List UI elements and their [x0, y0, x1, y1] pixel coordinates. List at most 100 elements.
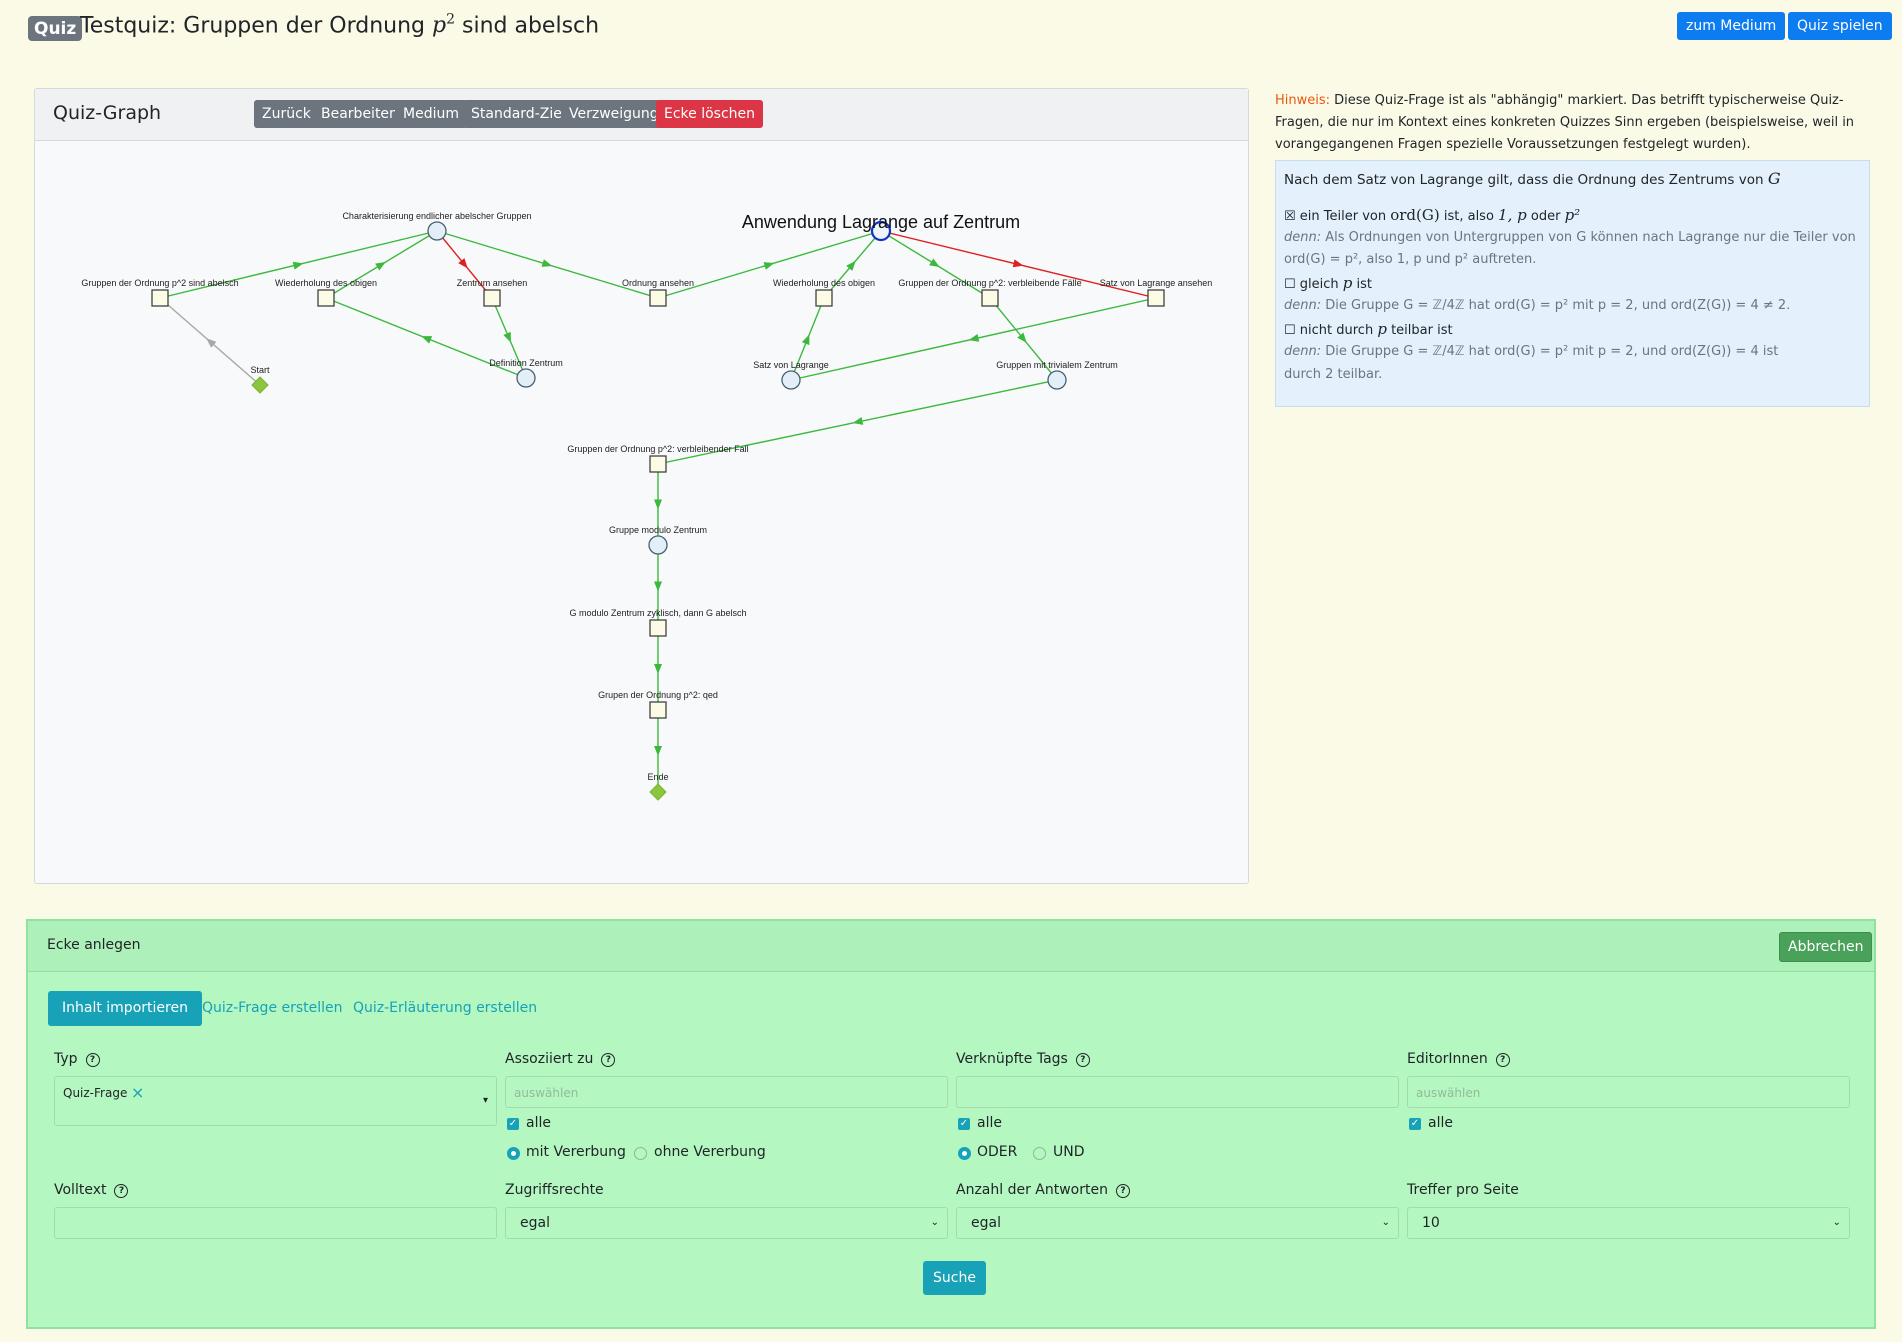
help-icon[interactable]: ? [1115, 1184, 1130, 1198]
graph-node-gzyk[interactable]: G modulo Zentrum zyklisch, dann G abelsc… [569, 608, 747, 637]
graph-node-shape-qed[interactable] [649, 701, 667, 719]
tab-create-explanation[interactable]: Quiz-Erläuterung erstellen [353, 1000, 538, 1016]
help-icon[interactable]: ? [114, 1184, 129, 1198]
answer-1-expl-line1: Als Ordnungen von Untergruppen von G kön… [1321, 230, 1856, 245]
tags-label-text: Verknüpfte Tags [956, 1051, 1068, 1067]
editors-all-checkbox[interactable]: ✓ [1409, 1118, 1421, 1130]
graph-node-shape-defz[interactable] [516, 368, 536, 388]
graph-node-wied1[interactable]: Wiederholung des obigen [275, 278, 377, 307]
answer-3-checkbox[interactable]: ☐ [1284, 323, 1296, 338]
graph-node-qed[interactable]: Grupen der Ordnung p^2: qed [598, 690, 718, 719]
graph-node-shape-ende[interactable] [649, 783, 667, 801]
graph-node-defz[interactable]: Definition Zentrum [489, 358, 563, 388]
graph-node-vfall[interactable]: Gruppen der Ordnung p^2: verbleibender F… [567, 444, 749, 473]
answer-1-math-a: ord(G) [1390, 206, 1440, 224]
help-icon[interactable]: ? [1495, 1053, 1510, 1067]
graph-node-wied2[interactable]: Wiederholung des obigen [773, 278, 875, 307]
tab-create-question[interactable]: Quiz-Frage erstellen [202, 1000, 343, 1016]
graph-node-gvf[interactable]: Gruppen der Ordnung p^2: verbleibende Fä… [898, 278, 1082, 307]
type-select[interactable]: Quiz-Frage × ▾ [54, 1076, 497, 1126]
page-header: Quiz Testquiz: Gruppen der Ordnung p2 si… [0, 0, 1902, 60]
hint-label: Hinweis: [1275, 93, 1331, 108]
help-icon[interactable]: ? [601, 1053, 616, 1067]
tab-import-content[interactable]: Inhalt importieren [48, 991, 202, 1026]
graph-node-shape-gvf[interactable] [981, 289, 999, 307]
access-select[interactable]: egal⌄ [505, 1207, 948, 1239]
graph-node-slag[interactable]: Satz von Lagrange ansehen [1100, 278, 1213, 307]
graph-edge-arrow-gvf-triv [1017, 332, 1027, 343]
graph-edge-arrow-wied1-char [375, 261, 386, 271]
graph-node-shape-zent[interactable] [483, 289, 501, 307]
answer-1-checkbox[interactable]: ☒ [1284, 209, 1296, 224]
inheritance-on-label: mit Vererbung [526, 1144, 626, 1160]
graph-node-shape-char[interactable] [427, 221, 447, 241]
graph-node-gmz[interactable]: Gruppe modulo Zentrum [609, 525, 707, 555]
answers-count-select[interactable]: egal⌄ [956, 1207, 1399, 1239]
graph-edge-arrow-slag-satz [968, 334, 980, 342]
graph-node-shape-wied2[interactable] [815, 289, 833, 307]
assoc-all-checkbox[interactable]: ✓ [507, 1118, 519, 1130]
help-icon[interactable]: ? [85, 1053, 100, 1067]
quiz-graph-card: Quiz-Graph Zurück Bearbeiten Medium Stan… [34, 88, 1249, 884]
graph-node-anw[interactable] [870, 220, 892, 242]
default-target-button[interactable]: Standard-Ziel [463, 100, 574, 128]
inheritance-on-radio[interactable] [507, 1147, 520, 1160]
graph-node-shape-gzyk[interactable] [649, 619, 667, 637]
editors-label-text: EditorInnen [1407, 1051, 1488, 1067]
page-title: Testquiz: Gruppen der Ordnung p2 sind ab… [80, 12, 599, 38]
panel-title: Ecke anlegen [47, 937, 141, 953]
results-per-page-select[interactable]: 10⌄ [1407, 1207, 1850, 1239]
fulltext-input[interactable] [54, 1207, 497, 1239]
help-icon[interactable]: ? [1075, 1053, 1090, 1067]
back-button[interactable]: Zurück [254, 100, 319, 128]
graph-node-shape-gmz[interactable] [648, 535, 668, 555]
graph-node-shape-start[interactable] [251, 376, 269, 394]
graph-node-gp2[interactable]: Gruppen der Ordnung p^2 sind abelsch [81, 278, 239, 307]
graph-node-ende[interactable]: Ende [647, 772, 669, 801]
graph-node-zent[interactable]: Zentrum ansehen [457, 278, 528, 307]
graph-node-ord[interactable]: Ordnung ansehen [622, 278, 694, 307]
graph-node-triv[interactable]: Gruppen mit trivialem Zentrum [996, 360, 1118, 390]
graph-node-shape-wied1[interactable] [317, 289, 335, 307]
tags-all-checkbox[interactable]: ✓ [958, 1118, 970, 1130]
medium-button[interactable]: Medium [395, 100, 467, 128]
graph-node-char[interactable]: Charakterisierung endlicher abelscher Gr… [342, 211, 532, 241]
graph-node-shape-anw[interactable] [870, 220, 892, 242]
graph-node-label-gp2: Gruppen der Ordnung p^2 sind abelsch [81, 278, 238, 288]
graph-node-shape-slag[interactable] [1147, 289, 1165, 307]
answer-2-checkbox[interactable]: ☐ [1284, 277, 1296, 292]
to-medium-button[interactable]: zum Medium [1677, 12, 1786, 40]
graph-node-shape-satz[interactable] [781, 370, 801, 390]
tags-or-radio[interactable] [958, 1147, 971, 1160]
answer-3[interactable]: ☐ nicht durch p teilbar ist [1284, 318, 1453, 342]
answer-1-explanation: denn: Als Ordnungen von Untergruppen von… [1284, 227, 1856, 249]
graph-node-satz[interactable]: Satz von Lagrange [753, 360, 829, 390]
edit-button[interactable]: Bearbeiten [313, 100, 406, 128]
inheritance-off-radio[interactable] [634, 1147, 647, 1160]
associated-input[interactable]: auswählen [505, 1076, 948, 1108]
answer-2[interactable]: ☐ gleich p ist [1284, 272, 1372, 296]
tags-and-radio[interactable] [1033, 1147, 1046, 1160]
question-prompt-text: Nach dem Satz von Lagrange gilt, dass di… [1284, 172, 1768, 188]
graph-node-shape-vfall[interactable] [649, 455, 667, 473]
cancel-button[interactable]: Abbrechen [1779, 932, 1873, 962]
graph-node-start[interactable]: Start [250, 365, 270, 394]
graph-edge-arrow-triv-vfall [852, 417, 864, 425]
graph-edge-arrow-gp2-char [292, 261, 304, 270]
branch-button[interactable]: Verzweigung [561, 100, 667, 128]
answer-3-text-a: nicht durch [1295, 323, 1378, 338]
graph-node-label-qed: Grupen der Ordnung p^2: qed [598, 690, 718, 700]
editors-input[interactable]: auswählen [1407, 1076, 1850, 1108]
chevron-down-icon: ⌄ [1381, 1217, 1390, 1228]
remove-tag-icon[interactable]: × [131, 1083, 145, 1102]
graph-node-shape-gp2[interactable] [151, 289, 169, 307]
tags-input[interactable] [956, 1076, 1399, 1108]
answers-count-label-text: Anzahl der Antworten [956, 1182, 1108, 1198]
search-button[interactable]: Suche [923, 1261, 986, 1295]
quiz-graph-canvas[interactable]: Charakterisierung endlicher abelscher Gr… [35, 140, 1248, 883]
graph-node-shape-triv[interactable] [1047, 370, 1067, 390]
graph-node-shape-ord[interactable] [649, 289, 667, 307]
delete-node-button[interactable]: Ecke löschen [656, 100, 764, 128]
answer-1[interactable]: ☒ ein Teiler von ord(G) ist, also 1, p o… [1284, 204, 1580, 228]
play-quiz-button[interactable]: Quiz spielen [1788, 12, 1892, 40]
